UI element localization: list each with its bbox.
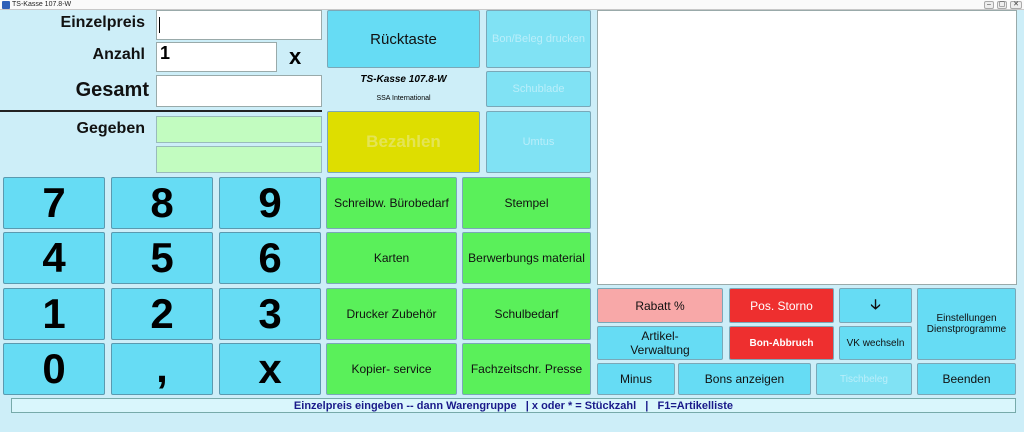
key-1[interactable]: 1 bbox=[3, 288, 105, 340]
window-title: TS-Kasse 107.8-W bbox=[12, 1, 72, 8]
key-8[interactable]: 8 bbox=[111, 177, 213, 229]
category-schreibwaren[interactable]: Schreibw. Bürobedarf bbox=[326, 177, 457, 229]
gesamt-label: Gesamt bbox=[75, 79, 149, 101]
times-symbol: x bbox=[289, 44, 302, 69]
einstellungen-button[interactable]: Einstellungen Dienstprogramme bbox=[917, 288, 1016, 360]
text-cursor bbox=[159, 17, 160, 33]
minus-button[interactable]: Minus bbox=[597, 363, 675, 395]
umtausch-button[interactable]: Umtus bbox=[486, 111, 591, 173]
category-karten[interactable]: Karten bbox=[326, 232, 457, 284]
category-fachzeitschriften[interactable]: Fachzeitschr. Presse bbox=[462, 343, 591, 395]
bon-abbruch-button[interactable]: Bon-Abbruch bbox=[729, 326, 834, 360]
disabled-action-button[interactable]: Tischbeleg bbox=[816, 363, 912, 395]
rueckgeld-field bbox=[156, 146, 322, 173]
ruecktaste-button[interactable]: Rücktaste bbox=[327, 10, 480, 68]
divider-line bbox=[0, 110, 322, 112]
einzelpreis-input[interactable] bbox=[156, 10, 322, 40]
bezahlen-button[interactable]: Bezahlen bbox=[327, 111, 480, 173]
close-button[interactable]: ✕ bbox=[1010, 1, 1022, 9]
schublade-button[interactable]: Schublade bbox=[486, 71, 591, 107]
einzelpreis-label: Einzelpreis bbox=[60, 14, 145, 31]
key-7[interactable]: 7 bbox=[3, 177, 105, 229]
gegeben-label: Gegeben bbox=[76, 120, 145, 137]
category-bewerbungsmaterial[interactable]: Berwerbungs material bbox=[462, 232, 591, 284]
artikel-verwaltung-button[interactable]: Artikel- Verwaltung bbox=[597, 326, 723, 360]
minimize-button[interactable]: – bbox=[984, 1, 994, 9]
beenden-button[interactable]: Beenden bbox=[917, 363, 1016, 395]
anzahl-input[interactable]: 1 bbox=[156, 42, 277, 72]
vk-wechseln-button[interactable]: VK wechseln bbox=[839, 326, 912, 360]
key-9[interactable]: 9 bbox=[219, 177, 321, 229]
category-drucker-zubehoer[interactable]: Drucker Zubehör bbox=[326, 288, 457, 340]
company-name: SSA International bbox=[376, 95, 431, 102]
key-0[interactable]: 0 bbox=[3, 343, 105, 395]
key-5[interactable]: 5 bbox=[111, 232, 213, 284]
gesamt-field bbox=[156, 75, 322, 107]
key-3[interactable]: 3 bbox=[219, 288, 321, 340]
pos-storno-button[interactable]: Pos. Storno bbox=[729, 288, 834, 323]
arrow-down-button[interactable]: 🡣 bbox=[839, 288, 912, 323]
app-icon bbox=[2, 1, 10, 9]
bons-anzeigen-button[interactable]: Bons anzeigen bbox=[678, 363, 811, 395]
key-comma[interactable]: , bbox=[111, 343, 213, 395]
gegeben-input[interactable] bbox=[156, 116, 322, 143]
receipt-list[interactable] bbox=[597, 10, 1017, 285]
rabatt-button[interactable]: Rabatt % bbox=[597, 288, 723, 323]
window-title-bar bbox=[0, 0, 1024, 10]
maximize-button[interactable]: ▢ bbox=[997, 1, 1007, 9]
key-2[interactable]: 2 bbox=[111, 288, 213, 340]
category-stempel[interactable]: Stempel bbox=[462, 177, 591, 229]
arrow-down-icon: 🡣 bbox=[870, 295, 881, 312]
status-bar: Einzelpreis eingeben -- dann Warengruppe… bbox=[11, 398, 1016, 413]
key-4[interactable]: 4 bbox=[3, 232, 105, 284]
anzahl-label: Anzahl bbox=[92, 46, 145, 63]
category-kopierservice[interactable]: Kopier- service bbox=[326, 343, 457, 395]
key-6[interactable]: 6 bbox=[219, 232, 321, 284]
category-schulbedarf[interactable]: Schulbedarf bbox=[462, 288, 591, 340]
bon-drucken-button[interactable]: Bon/Beleg drucken bbox=[486, 10, 591, 68]
app-name: TS-Kasse 107.8-W bbox=[360, 74, 447, 85]
key-multiply[interactable]: x bbox=[219, 343, 321, 395]
